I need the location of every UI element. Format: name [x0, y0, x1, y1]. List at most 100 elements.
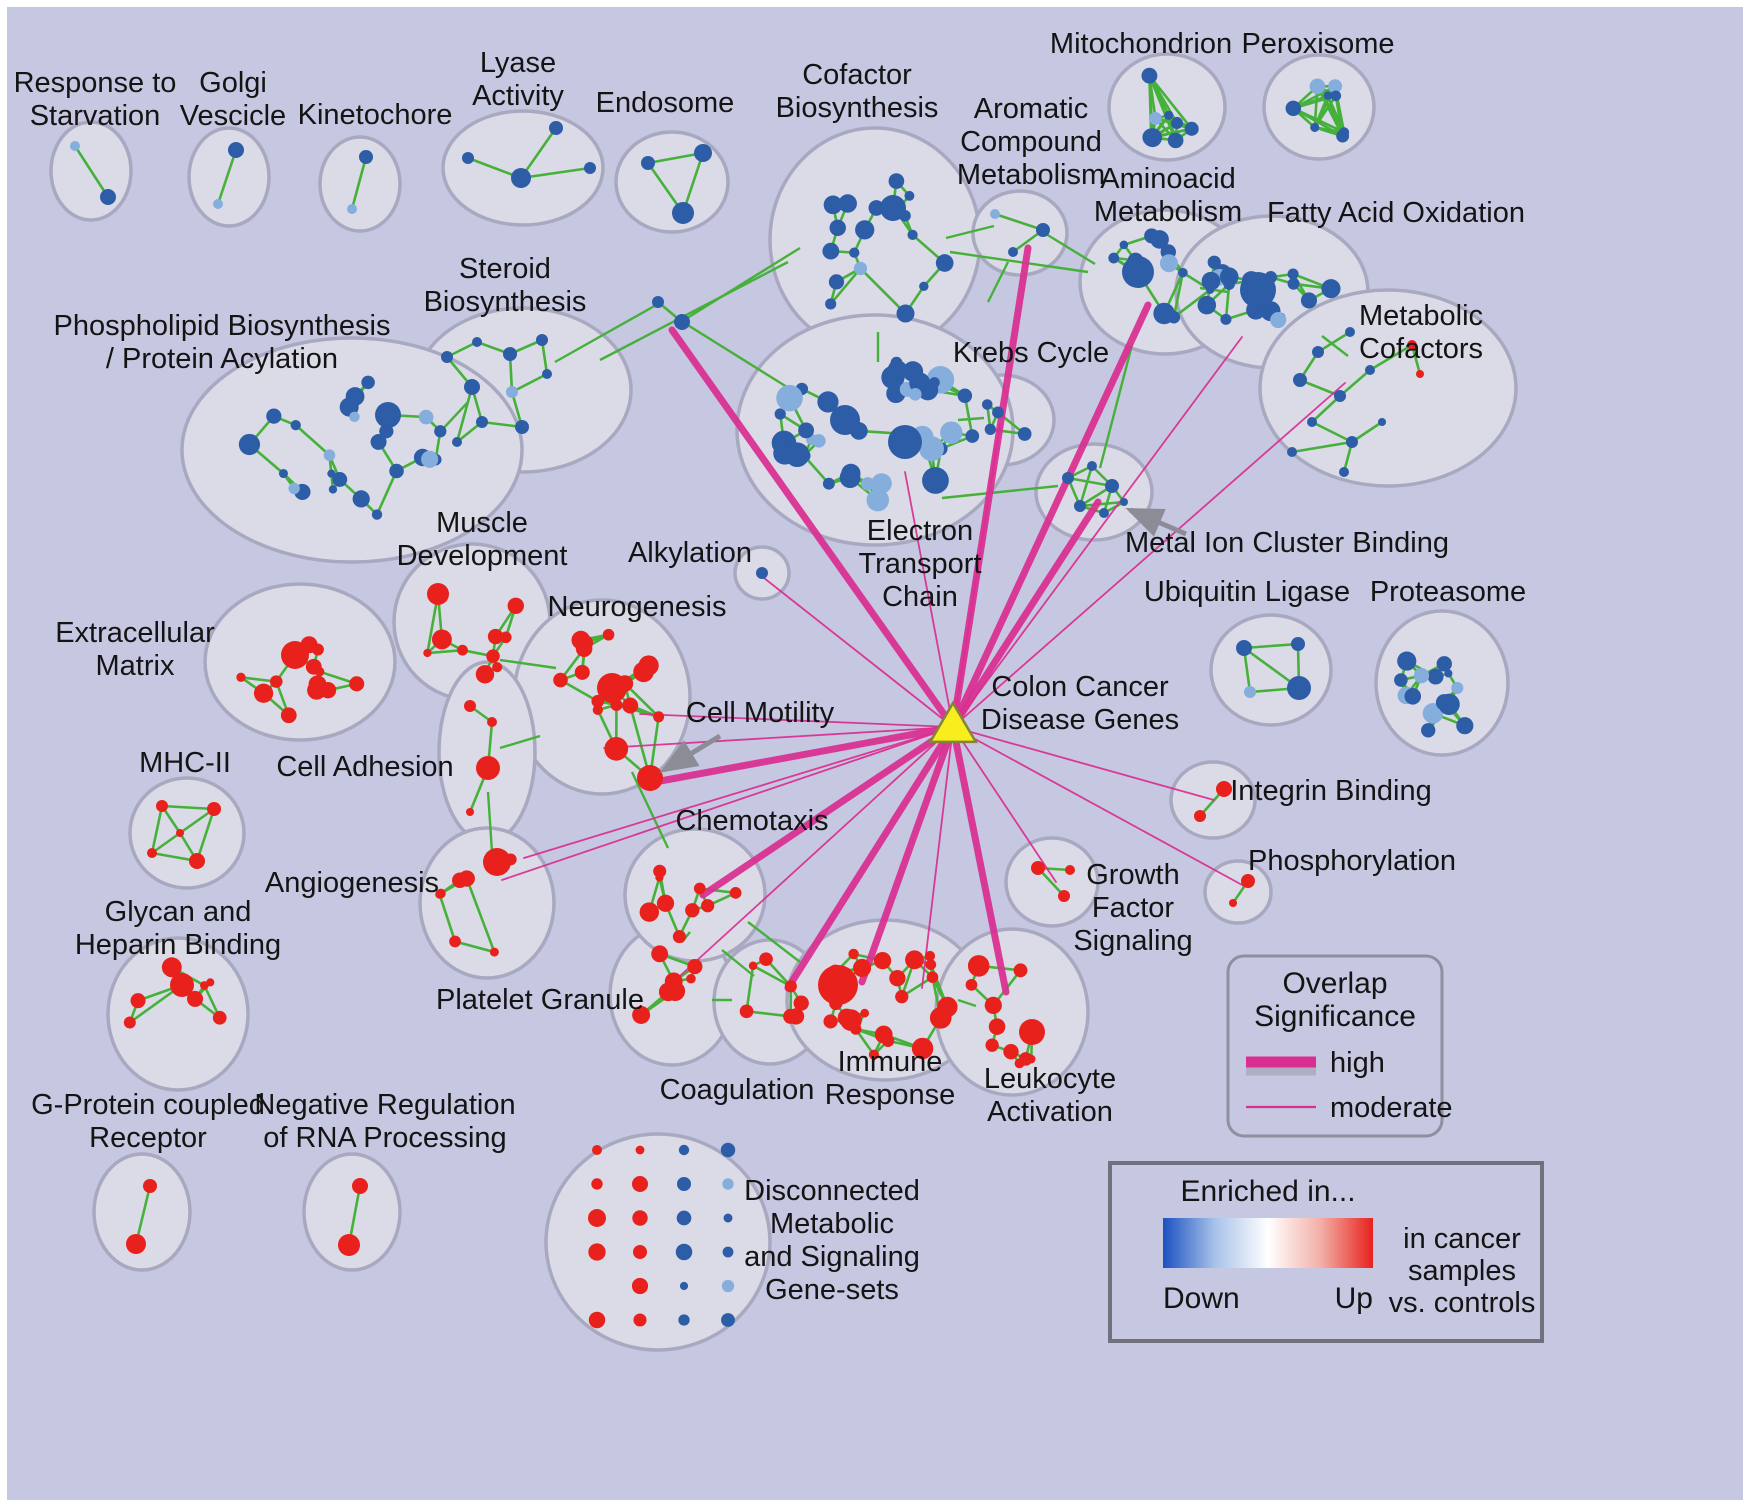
gene-set-node: [1108, 252, 1120, 264]
cluster-bubble-negative-regulation-rna: [302, 1152, 402, 1272]
gene-set-node: [1197, 295, 1217, 315]
colon-cancer-disease-genes-label: Disease Genes: [981, 704, 1179, 736]
gene-set-node: [542, 369, 552, 379]
gene-set-node: [687, 959, 703, 975]
gene-set-node: [359, 150, 373, 164]
gene-set-edge: [455, 386, 474, 443]
gene-set-node: [588, 1311, 606, 1329]
gene-set-node: [1184, 121, 1199, 136]
gene-set-node: [984, 423, 996, 436]
gene-set-node: [431, 629, 452, 650]
gene-set-node: [1201, 271, 1221, 291]
neurogenesis-label: Neurogenesis: [548, 591, 727, 623]
gene-set-node: [990, 209, 1000, 219]
gene-set-node: [288, 482, 300, 495]
response-to-starvation-label: Starvation: [30, 100, 161, 132]
gene-set-node: [486, 649, 500, 663]
gene-set-node: [866, 488, 890, 512]
gene-set-node: [472, 337, 482, 347]
overlap-edge-immune-response-moderate: [921, 726, 954, 989]
gene-set-node: [776, 384, 803, 412]
gene-set-node: [352, 1178, 368, 1194]
gene-set-node: [873, 951, 892, 970]
gene-set-node: [327, 469, 336, 478]
gene-set-node: [515, 420, 529, 434]
growth-factor-signaling-label: Signaling: [1073, 925, 1192, 957]
gene-set-node: [1339, 467, 1349, 477]
disease-genes-hub-triangle: [928, 700, 978, 744]
gene-set-node: [143, 1179, 157, 1193]
gene-set-node: [290, 419, 301, 431]
overlap-edge-metal-ion-cluster-binding-high: [949, 498, 1102, 731]
gene-set-edge: [511, 372, 548, 394]
gene-set-node: [147, 848, 157, 858]
gene-set-node: [1413, 667, 1430, 684]
inter-cluster-edge: [941, 484, 1059, 500]
gene-set-node: [462, 152, 474, 164]
gene-set-edge: [1369, 343, 1413, 372]
gene-set-node: [577, 634, 594, 651]
gene-set-node: [315, 667, 325, 677]
gene-set-node: [825, 298, 837, 310]
gene-set-node: [919, 436, 944, 462]
overlap-legend-box: [1226, 954, 1444, 1138]
gene-set-node: [784, 980, 797, 993]
gene-set-node: [1287, 676, 1311, 700]
gene-set-edge: [1351, 420, 1383, 444]
gene-set-node: [574, 664, 590, 680]
gene-set-node: [592, 1145, 602, 1155]
gene-set-node: [1150, 230, 1169, 249]
overlap-edge-aminoacid-metabolism-high: [949, 301, 1152, 731]
electron-transport-chain-label: Chain: [882, 581, 958, 613]
gene-set-node: [189, 853, 205, 869]
gene-set-node: [269, 675, 283, 688]
gene-set-node: [1031, 861, 1045, 875]
gene-set-node: [500, 631, 512, 644]
metal-ion-cluster-binding-label: Metal Ion Cluster Binding: [1125, 527, 1449, 559]
gene-set-node: [1334, 390, 1346, 402]
gene-set-node: [319, 682, 337, 699]
negative-regulation-rna-label: of RNA Processing: [263, 1122, 506, 1154]
gene-set-node: [829, 219, 846, 237]
gene-set-node: [929, 1007, 952, 1029]
gene-set-node: [1397, 651, 1417, 671]
krebs-cycle-label: Krebs Cycle: [953, 337, 1109, 369]
mhc-ii-label: MHC-II: [139, 747, 231, 779]
gene-set-node: [345, 387, 365, 406]
gene-set-node: [985, 1038, 999, 1052]
coagulation-label: Coagulation: [660, 1074, 815, 1106]
gene-set-node: [868, 1049, 880, 1060]
gene-set-node: [940, 421, 963, 444]
gene-set-node: [1074, 500, 1086, 512]
gene-set-node: [922, 467, 949, 494]
gene-set-node: [1120, 498, 1128, 506]
gene-set-node: [1346, 436, 1358, 448]
gene-set-node: [604, 736, 629, 761]
inter-cluster-edge: [1098, 344, 1134, 469]
gene-set-node: [652, 296, 664, 308]
gene-set-node: [924, 950, 936, 962]
overlap-edge-platelet-granule-moderate: [669, 726, 954, 986]
gene-set-node: [161, 957, 182, 978]
gene-set-node: [352, 490, 370, 508]
gene-set-node: [476, 416, 488, 428]
gene-set-edge: [1173, 288, 1211, 319]
gene-set-node: [720, 1142, 736, 1158]
glycan-heparin-binding-label: Glycan and: [105, 896, 252, 928]
gene-set-node: [838, 194, 857, 213]
gene-set-node: [464, 379, 480, 395]
gene-set-node: [266, 408, 282, 424]
gene-set-node: [860, 1008, 870, 1018]
inter-cluster-edge: [685, 322, 796, 394]
gene-set-node: [631, 1175, 649, 1193]
gene-set-node: [441, 351, 453, 363]
enrichment-side-note: samples: [1408, 1255, 1516, 1287]
gene-set-node: [1328, 79, 1343, 94]
gene-set-node: [721, 1279, 735, 1293]
gene-set-node: [156, 800, 168, 812]
gene-set-node: [1323, 91, 1333, 100]
g-protein-coupled-receptor-label: G-Protein coupled: [31, 1089, 265, 1121]
gene-set-node: [678, 1314, 690, 1326]
gene-set-node: [349, 676, 365, 692]
gene-set-node: [1435, 694, 1453, 711]
